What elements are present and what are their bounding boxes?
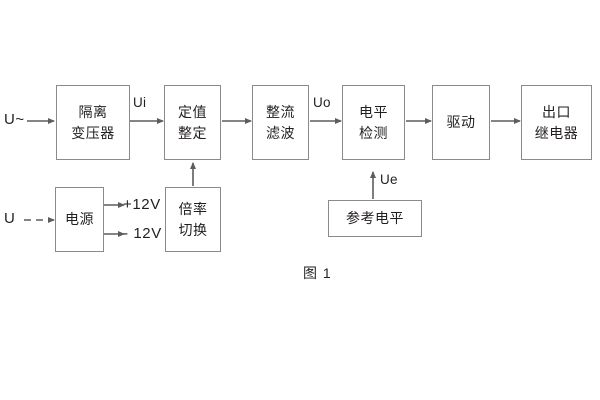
block-rectifier-filter[interactable]: 整流 滤波 <box>252 85 309 160</box>
label-signal-ue: Ue <box>380 172 398 187</box>
block-power-supply[interactable]: 电源 <box>55 187 104 252</box>
block-setting-value[interactable]: 定值 整定 <box>164 85 221 160</box>
label-signal-uo: Uo <box>313 95 331 110</box>
block-line: 隔离 <box>78 103 108 120</box>
block-isolation-transformer[interactable]: 隔离 变压器 <box>56 85 130 160</box>
block-level-detection[interactable]: 电平 检测 <box>342 85 405 160</box>
block-line: 出口 <box>542 103 571 120</box>
block-multiplier-switch[interactable]: 倍率 切换 <box>165 187 221 252</box>
block-line: 滤波 <box>266 124 295 141</box>
block-line: 切换 <box>178 221 208 238</box>
figure-caption: 图 1 <box>303 265 332 281</box>
label-signal-ui: Ui <box>133 95 147 110</box>
block-line: 检测 <box>359 124 388 141</box>
block-line: 定值 <box>178 103 207 120</box>
label-rail-negative: - 12V <box>123 225 162 242</box>
block-line: 变压器 <box>71 124 115 141</box>
block-line: 驱动 <box>446 114 476 131</box>
block-line: 整定 <box>178 124 207 141</box>
block-line: 参考电平 <box>346 210 404 227</box>
block-drive[interactable]: 驱动 <box>432 85 490 160</box>
block-line: 继电器 <box>534 124 579 141</box>
block-line: 电平 <box>359 103 388 120</box>
block-reference-level[interactable]: 参考电平 <box>328 200 422 237</box>
block-line: 电源 <box>65 211 94 228</box>
block-line: 倍率 <box>178 200 208 217</box>
label-input-dc: U <box>4 210 16 227</box>
block-output-relay[interactable]: 出口 继电器 <box>521 85 592 160</box>
label-rail-positive: +12V <box>123 196 161 213</box>
block-line: 整流 <box>266 103 295 120</box>
label-input-ac: U~ <box>4 111 25 128</box>
